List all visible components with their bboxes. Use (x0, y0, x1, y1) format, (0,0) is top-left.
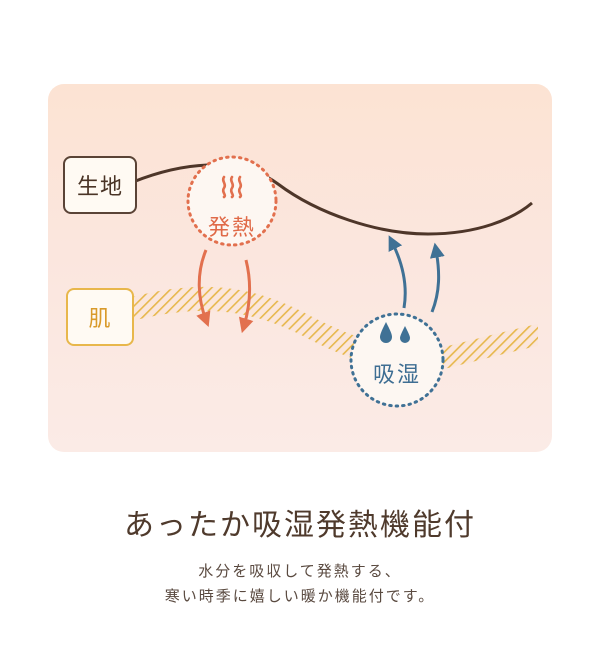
diagram-panel (48, 84, 552, 452)
moisture-arrow-left (388, 235, 407, 309)
description-line-1: 水分を吸収して発熱する、 (198, 562, 402, 580)
moisture-badge (349, 312, 445, 408)
moisture-label: 吸湿 (372, 363, 421, 388)
moisture-arrow-right (429, 242, 445, 313)
heat-label: 発熱 (207, 216, 256, 241)
heat-icon (221, 175, 243, 199)
water-drop-icon (380, 322, 410, 343)
moisture-heat-diagram (132, 155, 538, 408)
feature-heading: あったか吸湿発熱機能付 (124, 508, 476, 543)
skin-tag: 肌 (66, 288, 134, 346)
heat-arrow-left (196, 249, 211, 328)
heat-badge (186, 155, 278, 247)
skin-layer (132, 286, 538, 371)
fabric-tag: 生地 (63, 156, 137, 214)
heat-arrow-right (238, 259, 254, 334)
fabric-line (132, 163, 533, 236)
description-line-2: 寒い時季に嬉しい暖か機能付です。 (164, 587, 436, 605)
